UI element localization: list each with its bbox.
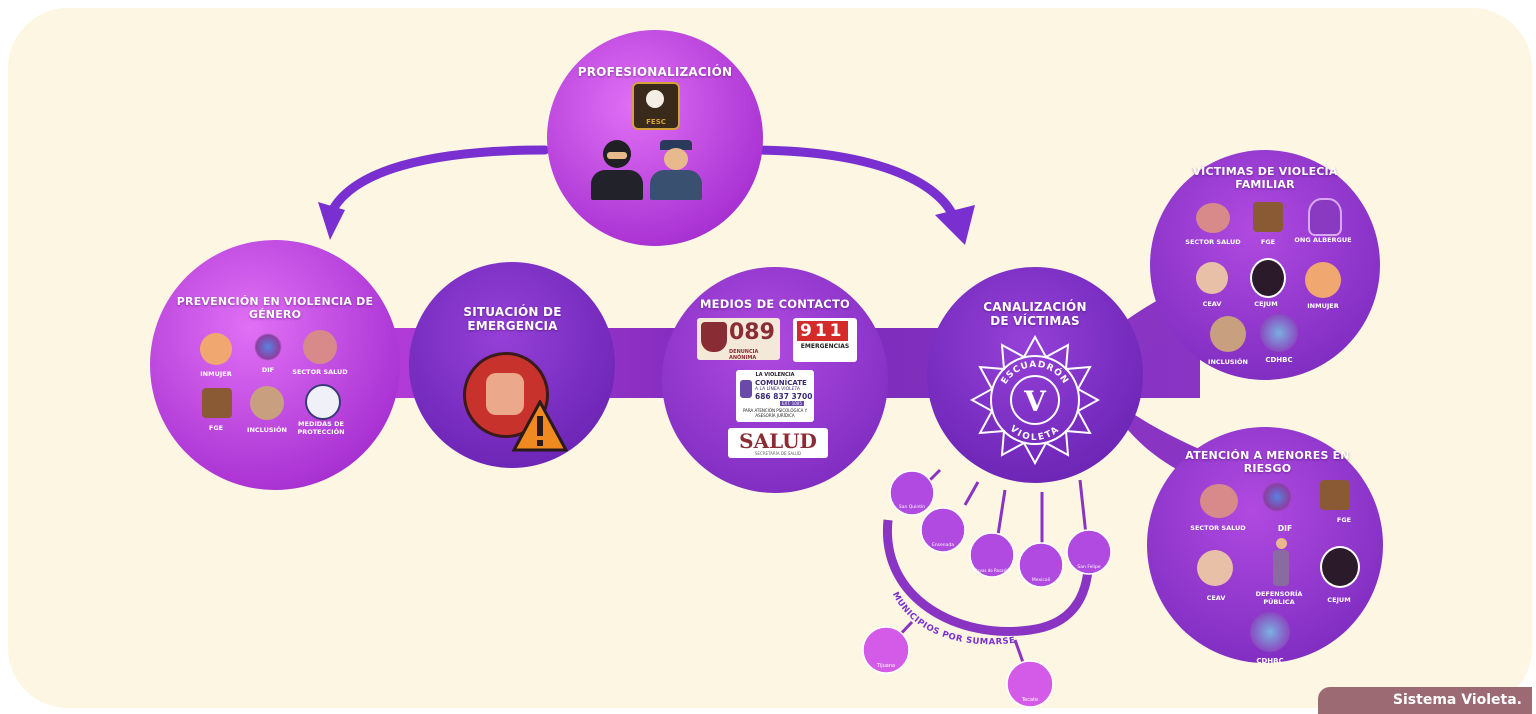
menores-item-2: DIF xyxy=(1277,524,1293,533)
emergencia-title: SITUACIÓN DE EMERGENCIA xyxy=(463,305,562,333)
gavel-icon xyxy=(1320,480,1350,510)
medios-title: MEDIOS DE CONTACTO xyxy=(700,297,850,311)
officer-police-icon xyxy=(650,140,702,200)
node-canalizacion xyxy=(927,267,1143,483)
ceav-icon xyxy=(1196,262,1228,294)
officer-masked-icon xyxy=(591,140,643,200)
node-profesionalizacion xyxy=(547,30,763,246)
municipios-arc-label: MUNICIPIOS POR SUMARSE xyxy=(890,590,1016,647)
victimas-item-1: SECTOR SALUD xyxy=(1185,238,1241,246)
phone-icon xyxy=(740,380,752,398)
cejum-icon xyxy=(1320,546,1360,588)
menores-item-4: CEAV xyxy=(1206,594,1226,602)
prevencion-item-1: INMUJER xyxy=(200,370,232,378)
inclusion-icon xyxy=(250,386,284,420)
source-badge: Sistema Violeta. xyxy=(1318,687,1532,714)
menores-title: ATENCIÓN A MENORES EN RIESGO xyxy=(1185,449,1350,475)
escuadron-violeta-seal: ESCUADRÓN VIOLETA V xyxy=(970,335,1100,465)
linea-violeta-card: LA VIOLENCIA COMUNÍCATE A LA LÍNEA VIOLE… xyxy=(736,370,814,422)
victimas-item-5: CEJUM xyxy=(1254,300,1278,308)
menores-item-6: CEJUM xyxy=(1327,596,1351,604)
prevencion-title: PREVENCIÓN EN VIOLENCIA DE GÉNERO xyxy=(176,295,374,321)
cejum-icon xyxy=(1250,258,1286,298)
victimas-item-2: FGE xyxy=(1260,238,1276,246)
municipio-label: Tecate xyxy=(1021,697,1039,703)
sector-salud-icon xyxy=(1196,203,1230,233)
inclusion-icon xyxy=(1210,316,1246,352)
dif-icon xyxy=(1262,482,1292,512)
menores-item-7: CDHBC xyxy=(1256,657,1284,665)
victimas-title: VÍCTIMAS DE VIOLECIA FAMILIAR xyxy=(1192,165,1338,191)
arrow-right xyxy=(745,145,960,225)
prevencion-item-5: INCLUSIÓN xyxy=(247,426,287,434)
ceav-icon xyxy=(1197,550,1233,586)
svg-text:MUNICIPIOS POR SUMARSE: MUNICIPIOS POR SUMARSE xyxy=(890,590,1016,647)
node-prevencion xyxy=(150,240,400,490)
municipio-icons xyxy=(862,470,1112,708)
logo-089: 089 DENUNCIA ANÓNIMA xyxy=(697,318,780,361)
victimas-item-3: ONG ALBERGUE xyxy=(1294,236,1352,244)
inmujer-icon xyxy=(200,333,232,365)
prevencion-item-3: SECTOR SALUD xyxy=(292,368,348,376)
canalizacion-title: CANALIZACIÓN DE VÍCTIMAS xyxy=(983,300,1087,328)
globe-hands-icon xyxy=(1250,612,1290,652)
dif-icon xyxy=(254,333,282,361)
arrowhead-left xyxy=(318,202,345,240)
municipios-arc xyxy=(883,519,1093,636)
gavel-icon xyxy=(202,388,232,418)
victimas-item-6: INMUJER xyxy=(1307,302,1339,310)
defensora-figure-icon xyxy=(1268,538,1294,588)
municipio-label: Ensenada xyxy=(931,543,955,548)
prevencion-item-6: MEDIDAS DE PROTECCIÓN xyxy=(297,420,345,436)
seal-letter: V xyxy=(1023,385,1047,418)
victimas-item-8: CDHBC xyxy=(1265,356,1293,364)
gavel-icon xyxy=(1253,202,1283,232)
profesionalizacion-title: PROFESIONALIZACIÓN xyxy=(577,65,733,79)
medidas-seal-icon xyxy=(305,384,341,420)
menores-item-1: SECTOR SALUD xyxy=(1190,524,1246,532)
globe-hands-icon xyxy=(1260,314,1298,352)
fist-icon xyxy=(463,352,549,438)
prevencion-item-4: FGE xyxy=(208,424,224,432)
municipio-label: Playas de Rosarito xyxy=(973,568,1011,573)
logo-salud: SALUD SECRETARÍA DE SALUD xyxy=(728,428,828,458)
logo-911: 911 EMERGENCIAS xyxy=(793,318,857,362)
menores-item-5: DEFENSORÍA PÚBLICA xyxy=(1255,590,1303,606)
sector-salud-icon xyxy=(303,330,337,364)
inmujer-icon xyxy=(1305,262,1341,298)
municipios-label: MUNICIPIOS POR SUMARSE xyxy=(890,590,1015,647)
municipio-label: Tijuana xyxy=(876,663,896,669)
victimas-item-4: CEAV xyxy=(1202,300,1222,308)
victimas-item-7: INCLUSIÓN xyxy=(1208,358,1248,366)
arrowhead-right xyxy=(935,205,975,245)
municipio-label: Mexicali xyxy=(1031,578,1051,583)
arrow-left xyxy=(325,145,550,220)
sector-salud-icon xyxy=(1200,484,1238,518)
municipio-label: San Quintín xyxy=(898,505,926,510)
hand-icon xyxy=(1308,198,1342,236)
menores-item-3: FGE xyxy=(1336,516,1352,524)
municipio-label: San Felipe xyxy=(1077,565,1101,570)
warning-icon xyxy=(512,400,568,452)
prevencion-item-2: DIF xyxy=(261,366,275,374)
fesc-shield-icon: FESC xyxy=(632,82,680,130)
